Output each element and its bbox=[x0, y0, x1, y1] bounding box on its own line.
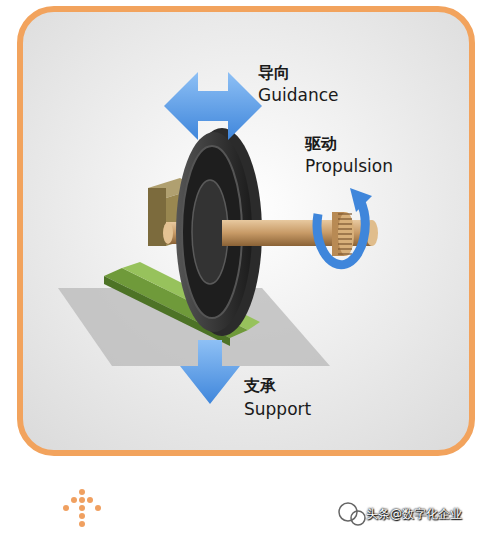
watermark: 头条@数字化企业 bbox=[366, 508, 462, 521]
chinese-label: 导向 bbox=[258, 64, 290, 82]
english-label: Propulsion bbox=[305, 157, 393, 176]
english-label: Support bbox=[244, 400, 311, 419]
chinese-label: 支承 bbox=[244, 377, 276, 395]
chinese-label: 驱动 bbox=[305, 135, 337, 153]
english-label: Guidance bbox=[258, 86, 338, 105]
